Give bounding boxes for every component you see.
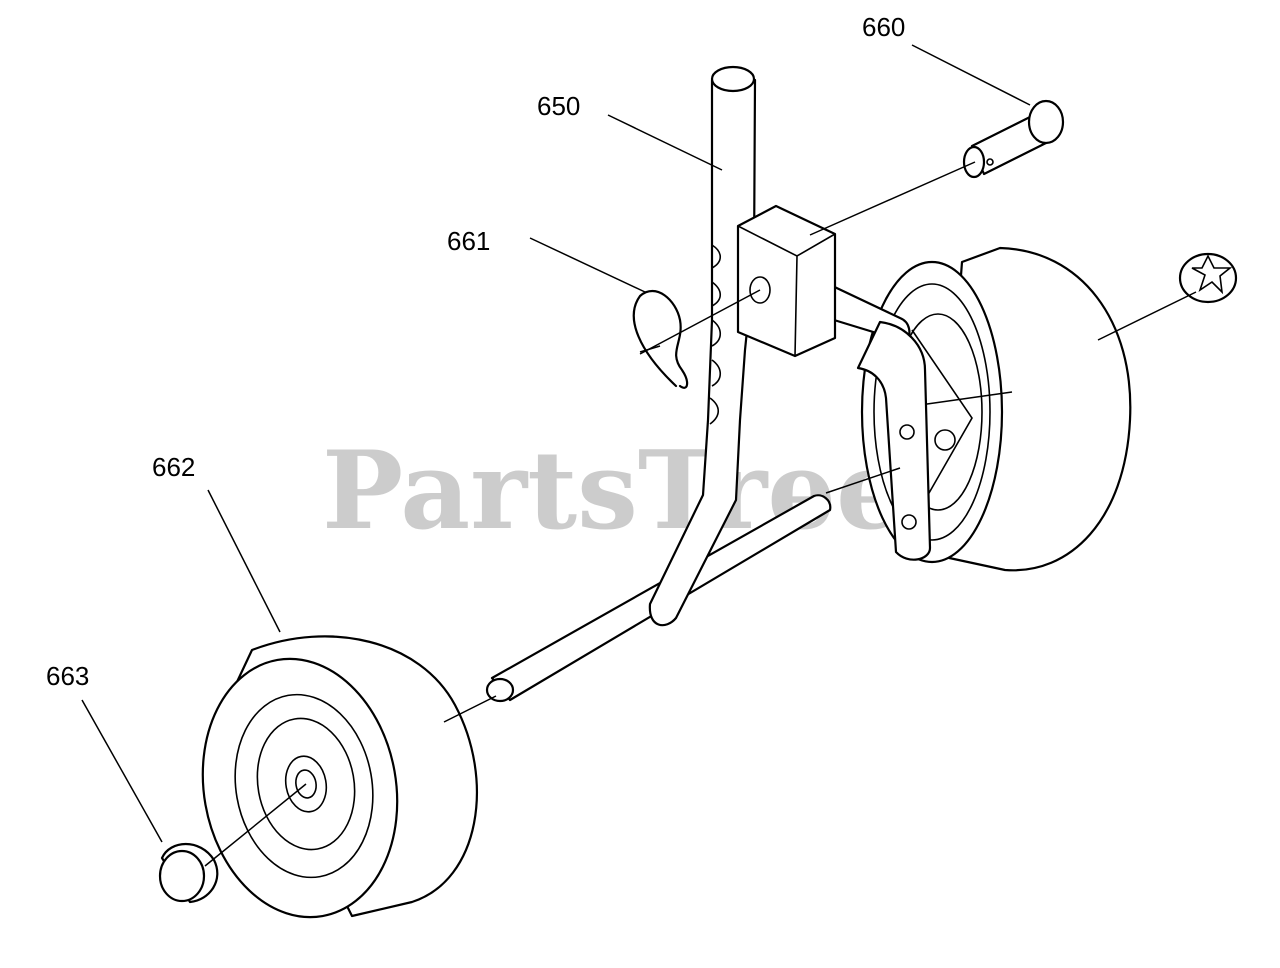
pin-660[interactable] bbox=[962, 99, 1065, 179]
handle-650[interactable] bbox=[648, 65, 757, 627]
callout-650: 650 bbox=[537, 91, 580, 121]
callout-662: 662 bbox=[152, 452, 195, 482]
left-wheel-662[interactable] bbox=[183, 635, 478, 932]
callout-663: 663 bbox=[46, 661, 89, 691]
watermark: PartsTree bbox=[322, 428, 905, 554]
callout-660: 660 bbox=[862, 12, 905, 42]
wheel-cap-right[interactable] bbox=[1178, 252, 1238, 304]
hairpin-clip-661[interactable] bbox=[632, 289, 689, 389]
leader-lines bbox=[81, 44, 1197, 867]
callout-661: 661 bbox=[447, 226, 490, 256]
hub-cap-663[interactable] bbox=[158, 843, 219, 904]
wheel-bracket[interactable] bbox=[736, 204, 932, 561]
